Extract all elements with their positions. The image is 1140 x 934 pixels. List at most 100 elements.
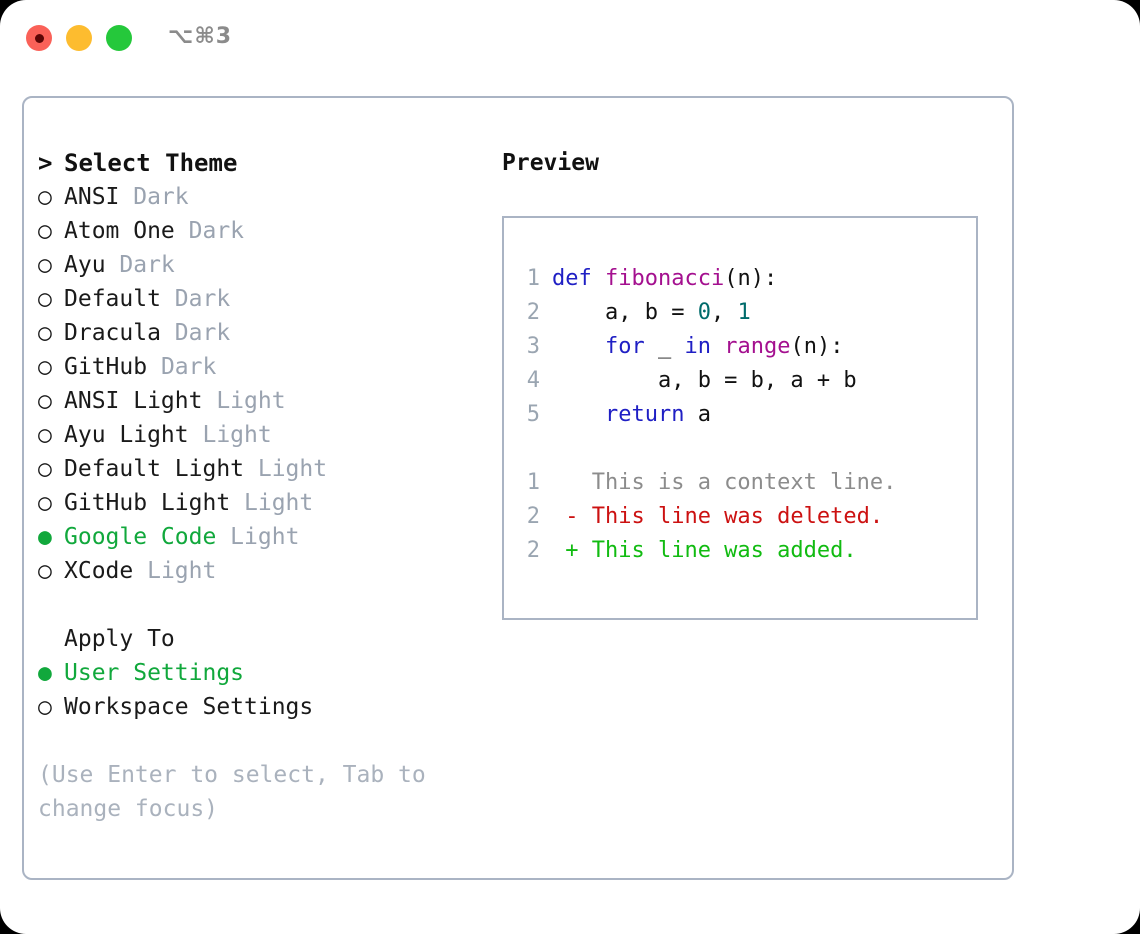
- theme-mode-label: Dark: [160, 286, 231, 312]
- radio-unselected-icon: ○: [38, 286, 52, 312]
- radio-unselected-icon: ○: [38, 490, 52, 516]
- theme-list-item[interactable]: ○ GitHub Dark: [38, 350, 498, 384]
- theme-list-item[interactable]: ○ Dracula Dark: [38, 316, 498, 350]
- radio-unselected-icon: ○: [38, 694, 52, 720]
- radio-unselected-icon: ○: [38, 422, 52, 448]
- radio-selected-icon: ●: [38, 524, 52, 550]
- code-token: fibonacci: [604, 266, 725, 291]
- theme-name-label: GitHub Light: [64, 490, 231, 516]
- title-bar: ⌥⌘3: [0, 0, 1140, 76]
- code-token: 1: [737, 300, 751, 325]
- radio-unselected-icon: ○: [38, 354, 52, 380]
- theme-list-item[interactable]: ○ GitHub Light Light: [38, 486, 498, 520]
- theme-name-label: Ayu: [64, 252, 106, 278]
- theme-list: ○ ANSI Dark ○ Atom One Dark ○ Ayu Dark ○ Defaul…: [38, 180, 498, 588]
- code-token: in: [684, 334, 711, 359]
- radio-unselected-icon: ○: [38, 252, 52, 278]
- theme-list-item[interactable]: ○ ANSI Light Light: [38, 384, 498, 418]
- theme-mode-label: Dark: [174, 218, 245, 244]
- apply-to-label: Workspace Settings: [64, 694, 314, 720]
- theme-picker-header: > Select Theme: [38, 146, 498, 180]
- section-spacer: [38, 588, 498, 622]
- code-token: a: [684, 402, 711, 427]
- theme-list-item[interactable]: ○ Default Light Light: [38, 452, 498, 486]
- code-line: 1 def fibonacci(n):: [514, 262, 976, 296]
- theme-list-item[interactable]: ○ Ayu Dark: [38, 248, 498, 282]
- code-token: return: [604, 402, 685, 427]
- theme-name-label: ANSI Light: [64, 388, 203, 414]
- theme-name-label: ANSI: [64, 184, 120, 210]
- theme-list-item[interactable]: ○Ayu Light Light: [38, 418, 498, 452]
- theme-name-label: Google Code: [64, 524, 217, 550]
- line-number: 1: [526, 470, 540, 495]
- keyboard-shortcut-label: ⌥⌘3: [168, 24, 233, 49]
- apply-to-option[interactable]: ○ Workspace Settings: [38, 690, 498, 724]
- code-token: _: [644, 334, 685, 359]
- line-number: 1: [526, 266, 540, 291]
- prompt-caret-icon: >: [38, 149, 53, 177]
- apply-to-option[interactable]: ●User Settings: [38, 656, 498, 690]
- theme-mode-label: Light: [202, 388, 286, 414]
- theme-list-item[interactable]: ○ ANSI Dark: [38, 180, 498, 214]
- theme-mode-label: Dark: [105, 252, 175, 278]
- theme-name-label: GitHub: [64, 354, 148, 380]
- theme-mode-label: Light: [230, 490, 314, 516]
- line-number: 2: [526, 538, 540, 563]
- code-token: (n):: [724, 266, 778, 291]
- theme-name-label: Default Light: [64, 456, 245, 482]
- close-button[interactable]: [26, 25, 52, 51]
- code-token: a, b =: [552, 300, 698, 325]
- diff-line: 2 - This line was deleted.: [514, 500, 976, 534]
- diff-text: + This line was added.: [552, 538, 857, 563]
- radio-unselected-icon: ○: [38, 184, 52, 210]
- preview-title: Preview: [502, 150, 599, 176]
- code-token: def: [552, 266, 605, 291]
- theme-name-label: Default: [64, 286, 161, 312]
- radio-unselected-icon: ○: [38, 388, 52, 414]
- diff-sample: 1 This is a context line.2 - This line w…: [514, 466, 976, 568]
- code-line: 4 a, b = b, a + b: [514, 364, 976, 398]
- theme-mode-label: Dark: [160, 320, 231, 346]
- radio-unselected-icon: ○: [38, 218, 52, 244]
- theme-list-item[interactable]: ○ Atom One Dark: [38, 214, 498, 248]
- line-number: 3: [526, 334, 540, 359]
- code-token: 0: [697, 300, 711, 325]
- code-token: (n):: [790, 334, 844, 359]
- diff-line: 2 + This line was added.: [514, 534, 976, 568]
- theme-list-item[interactable]: ●Google Code Light: [38, 520, 498, 554]
- main-panel: > Select Theme ○ ANSI Dark ○ Atom One Dark ○ A…: [22, 96, 1014, 880]
- theme-mode-label: Dark: [147, 354, 217, 380]
- theme-list-item[interactable]: ○ XCode Light: [38, 554, 498, 588]
- help-hint-text: (Use Enter to select, Tab to change focu…: [38, 762, 426, 822]
- code-line: 2 a, b = 0, 1: [514, 296, 976, 330]
- theme-picker-column: > Select Theme ○ ANSI Dark ○ Atom One Dark ○ A…: [38, 146, 498, 826]
- theme-mode-label: Light: [244, 456, 328, 482]
- code-token: [711, 334, 724, 359]
- line-number: 4: [526, 368, 540, 393]
- theme-mode-label: Dark: [119, 184, 189, 210]
- theme-name-label: Dracula: [64, 320, 161, 346]
- code-token: [552, 334, 605, 359]
- minimize-button[interactable]: [66, 25, 92, 51]
- theme-mode-label: Light: [133, 558, 217, 584]
- code-line: 5 return a: [514, 398, 976, 432]
- radio-unselected-icon: ○: [38, 456, 52, 482]
- radio-selected-icon: ●: [38, 660, 52, 686]
- radio-unselected-icon: ○: [38, 558, 52, 584]
- theme-picker-title: Select Theme: [64, 149, 238, 177]
- code-token: ,: [710, 300, 738, 325]
- radio-unselected-icon: ○: [38, 320, 52, 346]
- theme-name-label: Atom One: [64, 218, 175, 244]
- maximize-button[interactable]: [106, 25, 132, 51]
- code-token: for: [604, 334, 645, 359]
- diff-text: - This line was deleted.: [552, 504, 884, 529]
- theme-name-label: Ayu Light: [64, 422, 189, 448]
- theme-list-item[interactable]: ○ Default Dark: [38, 282, 498, 316]
- line-number: 2: [526, 504, 540, 529]
- theme-name-label: XCode: [64, 558, 134, 584]
- line-number: 2: [526, 300, 540, 325]
